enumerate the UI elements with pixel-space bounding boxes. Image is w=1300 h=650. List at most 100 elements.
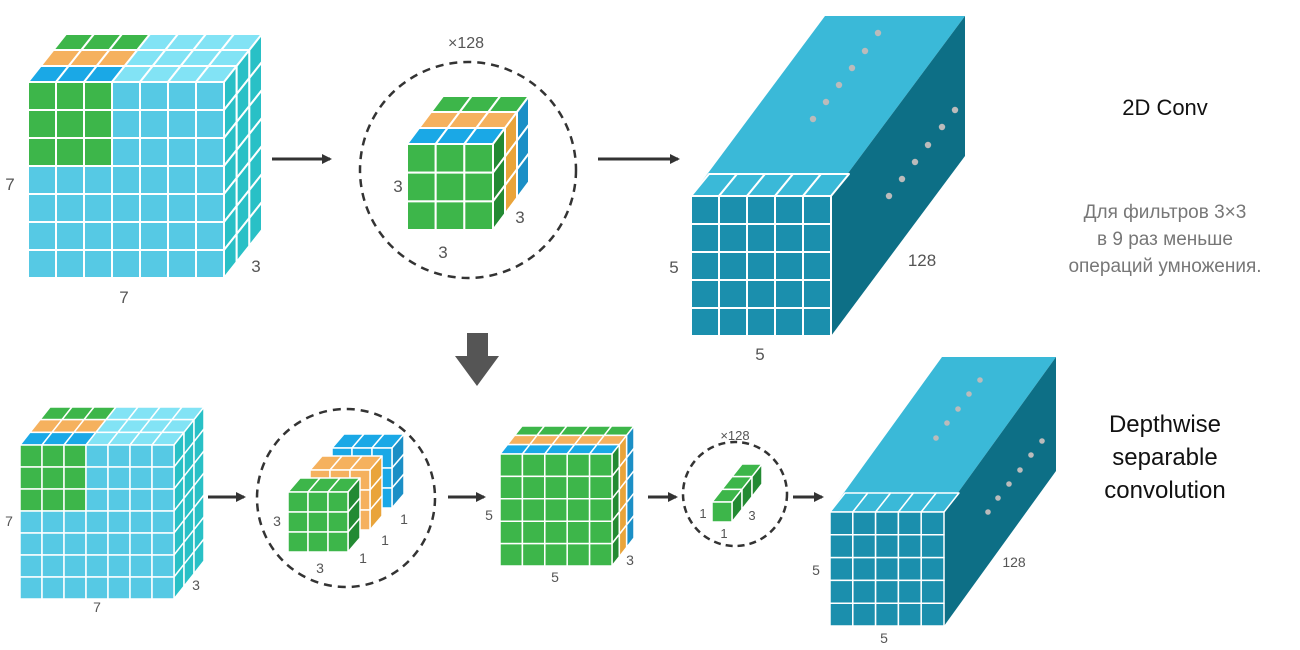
bot-mid-volume-front-cell <box>566 542 591 567</box>
top-input-volume-front-cell <box>195 137 225 167</box>
bot-input-volume-front-cell <box>41 554 65 578</box>
top-output-front-cell <box>690 223 720 253</box>
top-input-volume-front-cell <box>195 109 225 139</box>
bot-kernel-green-front-cell <box>287 511 309 533</box>
top-output-continuation-dot <box>848 64 856 72</box>
bot-output-front-cell <box>897 511 922 536</box>
bot-input-volume-front-cell <box>19 554 43 578</box>
bot-input-volume-front-cell <box>107 444 131 468</box>
bot-mid-volume-front-cell <box>499 520 524 545</box>
bot-input-volume-front-cell <box>151 554 175 578</box>
bot-input-depth-label: 3 <box>192 577 200 593</box>
bot-input-volume-front-cell <box>107 510 131 534</box>
top-kernel-depth-label: 3 <box>515 208 524 227</box>
bot-input-volume-front-cell <box>41 488 65 512</box>
bot-output-continuation-dot <box>944 420 950 426</box>
bot-output-front-cell <box>829 602 854 627</box>
bot-mid-volume-front-cell <box>521 542 546 567</box>
bot-input-volume-front-cell <box>129 488 153 512</box>
bot-output-side-face <box>944 357 1056 626</box>
top-input-volume-front-cell <box>139 221 169 251</box>
bot-output-continuation-dot <box>933 435 939 441</box>
bot-input-volume <box>19 406 205 600</box>
top-input-volume-front-cell <box>195 81 225 111</box>
top-input-volume-front-cell <box>55 221 85 251</box>
top-input-volume-front-cell <box>55 109 85 139</box>
top-input-volume-front-cell <box>167 165 197 195</box>
bot-kernel-green-front-cell <box>327 491 349 513</box>
bot-mid-volume-front-cell <box>566 498 591 522</box>
bot-kernel-width-label: 3 <box>316 560 324 576</box>
bot-input-volume-front-cell <box>151 444 175 468</box>
bot-output-continuation-dot <box>985 509 991 515</box>
top-output-front-cell <box>690 195 720 225</box>
bot-kernel-depth-c-label: 1 <box>400 511 408 527</box>
bot-input-volume-front-cell <box>19 532 43 556</box>
top-input-height-label: 7 <box>5 175 14 194</box>
top-output-front-cell <box>746 307 776 337</box>
bot-input-volume-front-cell <box>41 510 65 534</box>
bot-input-volume-front-cell <box>19 576 43 600</box>
depthwise-title-line2: separable <box>1112 444 1217 471</box>
top-output-width-label: 5 <box>755 345 764 364</box>
bot-output-front-cell <box>920 579 945 604</box>
bot-mid-volume-front-cell <box>544 475 568 500</box>
bot-input-volume-front-cell <box>19 488 43 512</box>
bot-output-front-cell <box>897 579 922 604</box>
top-input-volume-front-cell <box>139 109 169 139</box>
top-output-front-cell <box>802 251 832 281</box>
top-output-continuation-dot <box>885 192 893 200</box>
top-kernel <box>406 95 530 231</box>
bot-output-continuation-dot <box>1006 481 1012 487</box>
bot-mid-volume-front-cell <box>588 498 613 522</box>
top-input-volume-front-cell <box>139 249 169 279</box>
bot-input-volume-front-cell <box>107 554 131 578</box>
bot-input-volume-front-cell <box>85 488 109 512</box>
bot-input-volume-front-cell <box>107 576 131 600</box>
bot-output-front-cell <box>852 556 877 582</box>
top-output-front-cell <box>718 279 748 309</box>
bot-input-volume-front-cell <box>129 532 153 556</box>
top-kernel-front-cell <box>434 171 466 203</box>
bot-input-volume-front-cell <box>63 444 87 468</box>
top-output-front-cell <box>718 195 748 225</box>
bot-output-volume <box>829 357 1056 627</box>
top-output-front-cell <box>746 279 776 309</box>
top-output-continuation-dot <box>861 47 869 55</box>
bot-output-continuation-dot <box>977 377 983 383</box>
bot-output-front-cell <box>829 534 854 559</box>
bot-output-front-cell <box>874 534 900 559</box>
bot-output-front-cell <box>874 511 900 536</box>
top-output-front-cell <box>718 307 748 337</box>
top-input-volume-front-cell <box>83 81 113 111</box>
bot-output-front-cell <box>829 511 854 536</box>
multiplier-pointwise: ×128 <box>720 428 749 443</box>
bot-input-volume-front-cell <box>129 466 153 490</box>
depthwise-title-line1: Depthwise <box>1109 411 1221 438</box>
bot-output-front-cell <box>920 511 945 536</box>
bot-input-height-label: 7 <box>5 513 13 529</box>
top-input-volume-front-cell <box>55 137 85 167</box>
top-output-front-cell <box>746 195 776 225</box>
bot-kernel-green-front-cell <box>287 531 309 553</box>
top-input-volume-front-cell <box>111 193 141 223</box>
bot-output-front-cell <box>852 534 877 559</box>
top-input-volume-side-cell <box>248 201 263 247</box>
pw-kernel-height-label: 1 <box>699 506 706 521</box>
bot-input-volume-front-cell <box>85 532 109 556</box>
top-output-volume <box>690 16 965 337</box>
bot-input-volume-front-cell <box>41 576 65 600</box>
top-kernel-front-cell <box>463 200 494 231</box>
top-output-front-cell <box>802 223 832 253</box>
top-input-volume-front-cell <box>83 109 113 139</box>
top-kernel-front-cell <box>463 171 494 203</box>
top-output-front-cell <box>774 195 804 225</box>
bot-mid-volume-side-cell <box>625 514 635 549</box>
pw-kernel-width-label: 1 <box>720 526 727 541</box>
bot-output-continuation-dot <box>955 406 961 412</box>
pw-kernel-front-cell <box>711 501 733 523</box>
pw-kernel <box>711 463 763 523</box>
top-output-side-face <box>831 16 965 336</box>
bot-output-front-cell <box>874 556 900 582</box>
bot-input-volume-front-cell <box>151 576 175 600</box>
